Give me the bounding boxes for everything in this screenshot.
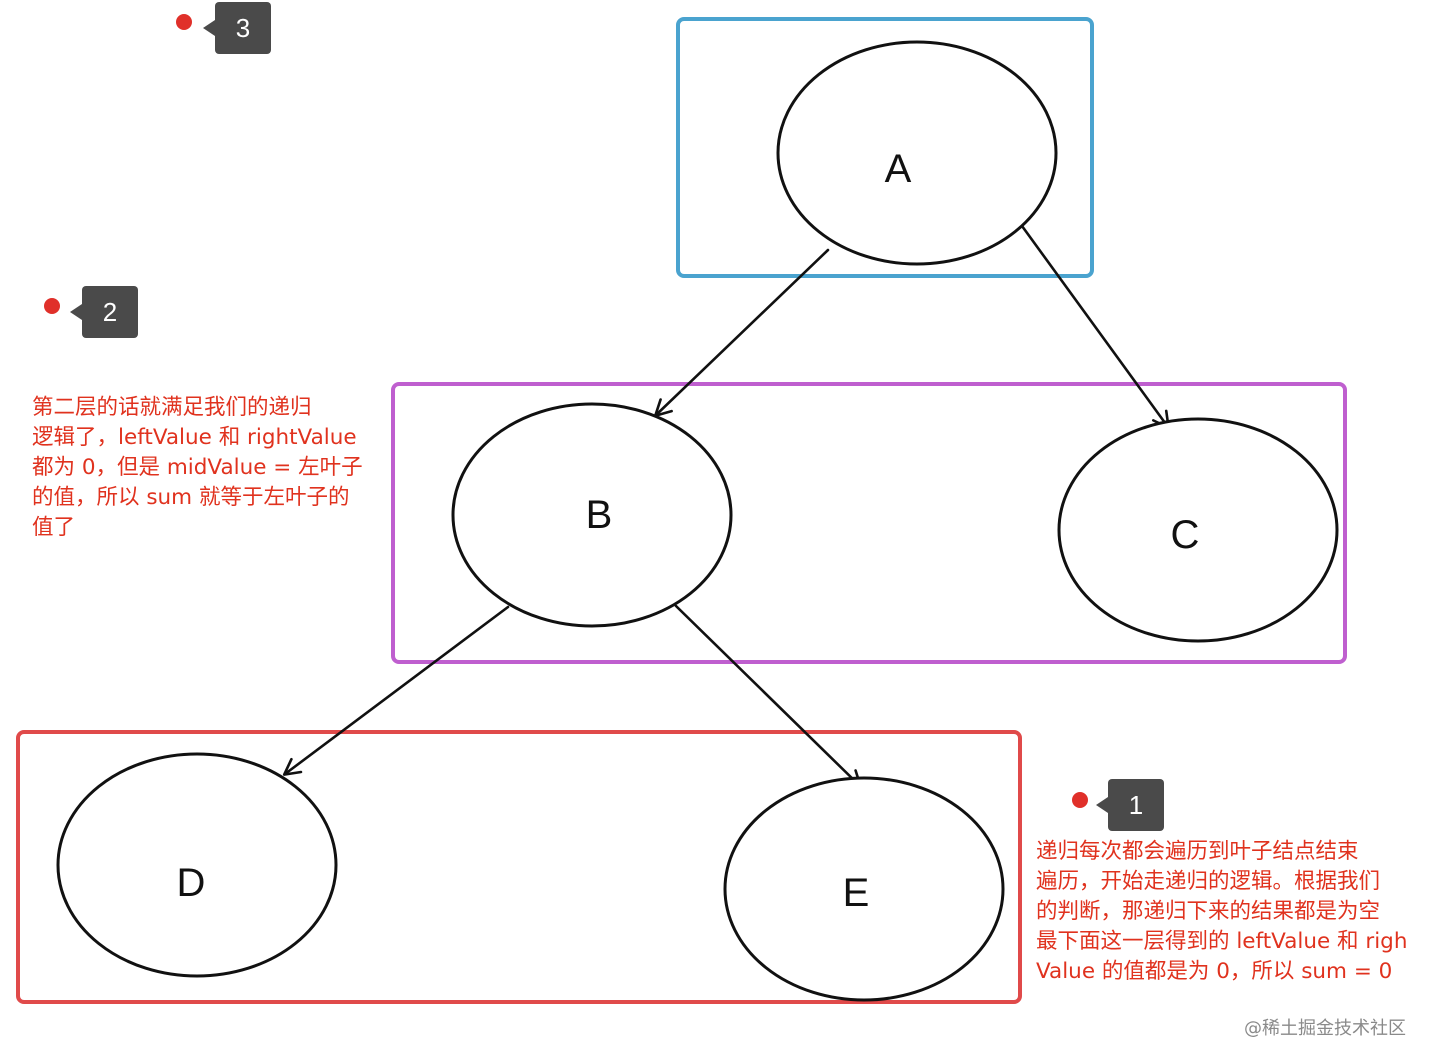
edge-b-e: [674, 604, 863, 788]
layer-box-bottom: [16, 730, 1022, 1004]
node-d-label: D: [177, 861, 206, 905]
marker-2-dot: [44, 298, 60, 314]
node-e: E: [723, 776, 1005, 1002]
node-b: B: [451, 402, 733, 628]
node-c-label: C: [1171, 513, 1200, 557]
marker-1-badge[interactable]: 1: [1096, 779, 1164, 831]
node-a-label: A: [885, 147, 912, 191]
node-b-label: B: [586, 493, 613, 537]
annotation-layer3: 递归每次都会遍历到叶子结点结束 遍历，开始走递归的逻辑。根据我们 的判断，那递归…: [1036, 839, 1408, 984]
layer-box-top: [676, 17, 1094, 278]
layer-box-middle: [391, 382, 1347, 664]
marker-3-dot: [176, 14, 192, 30]
node-a: A: [776, 40, 1058, 266]
edge-a-b: [653, 248, 830, 417]
node-d: D: [56, 752, 338, 978]
marker-2-badge[interactable]: 2: [70, 286, 138, 338]
node-c: C: [1057, 417, 1339, 643]
marker-1-dot: [1072, 792, 1088, 808]
edge-b-d: [282, 605, 510, 776]
watermark: @稀土掘金技术社区: [1244, 1018, 1406, 1039]
annotation-layer2: 第二层的话就满足我们的递归 逻辑了，leftValue 和 rightValue…: [32, 395, 363, 540]
edge-a-c: [1020, 224, 1170, 430]
node-e-label: E: [843, 871, 870, 915]
marker-3-badge[interactable]: 3: [203, 2, 271, 54]
